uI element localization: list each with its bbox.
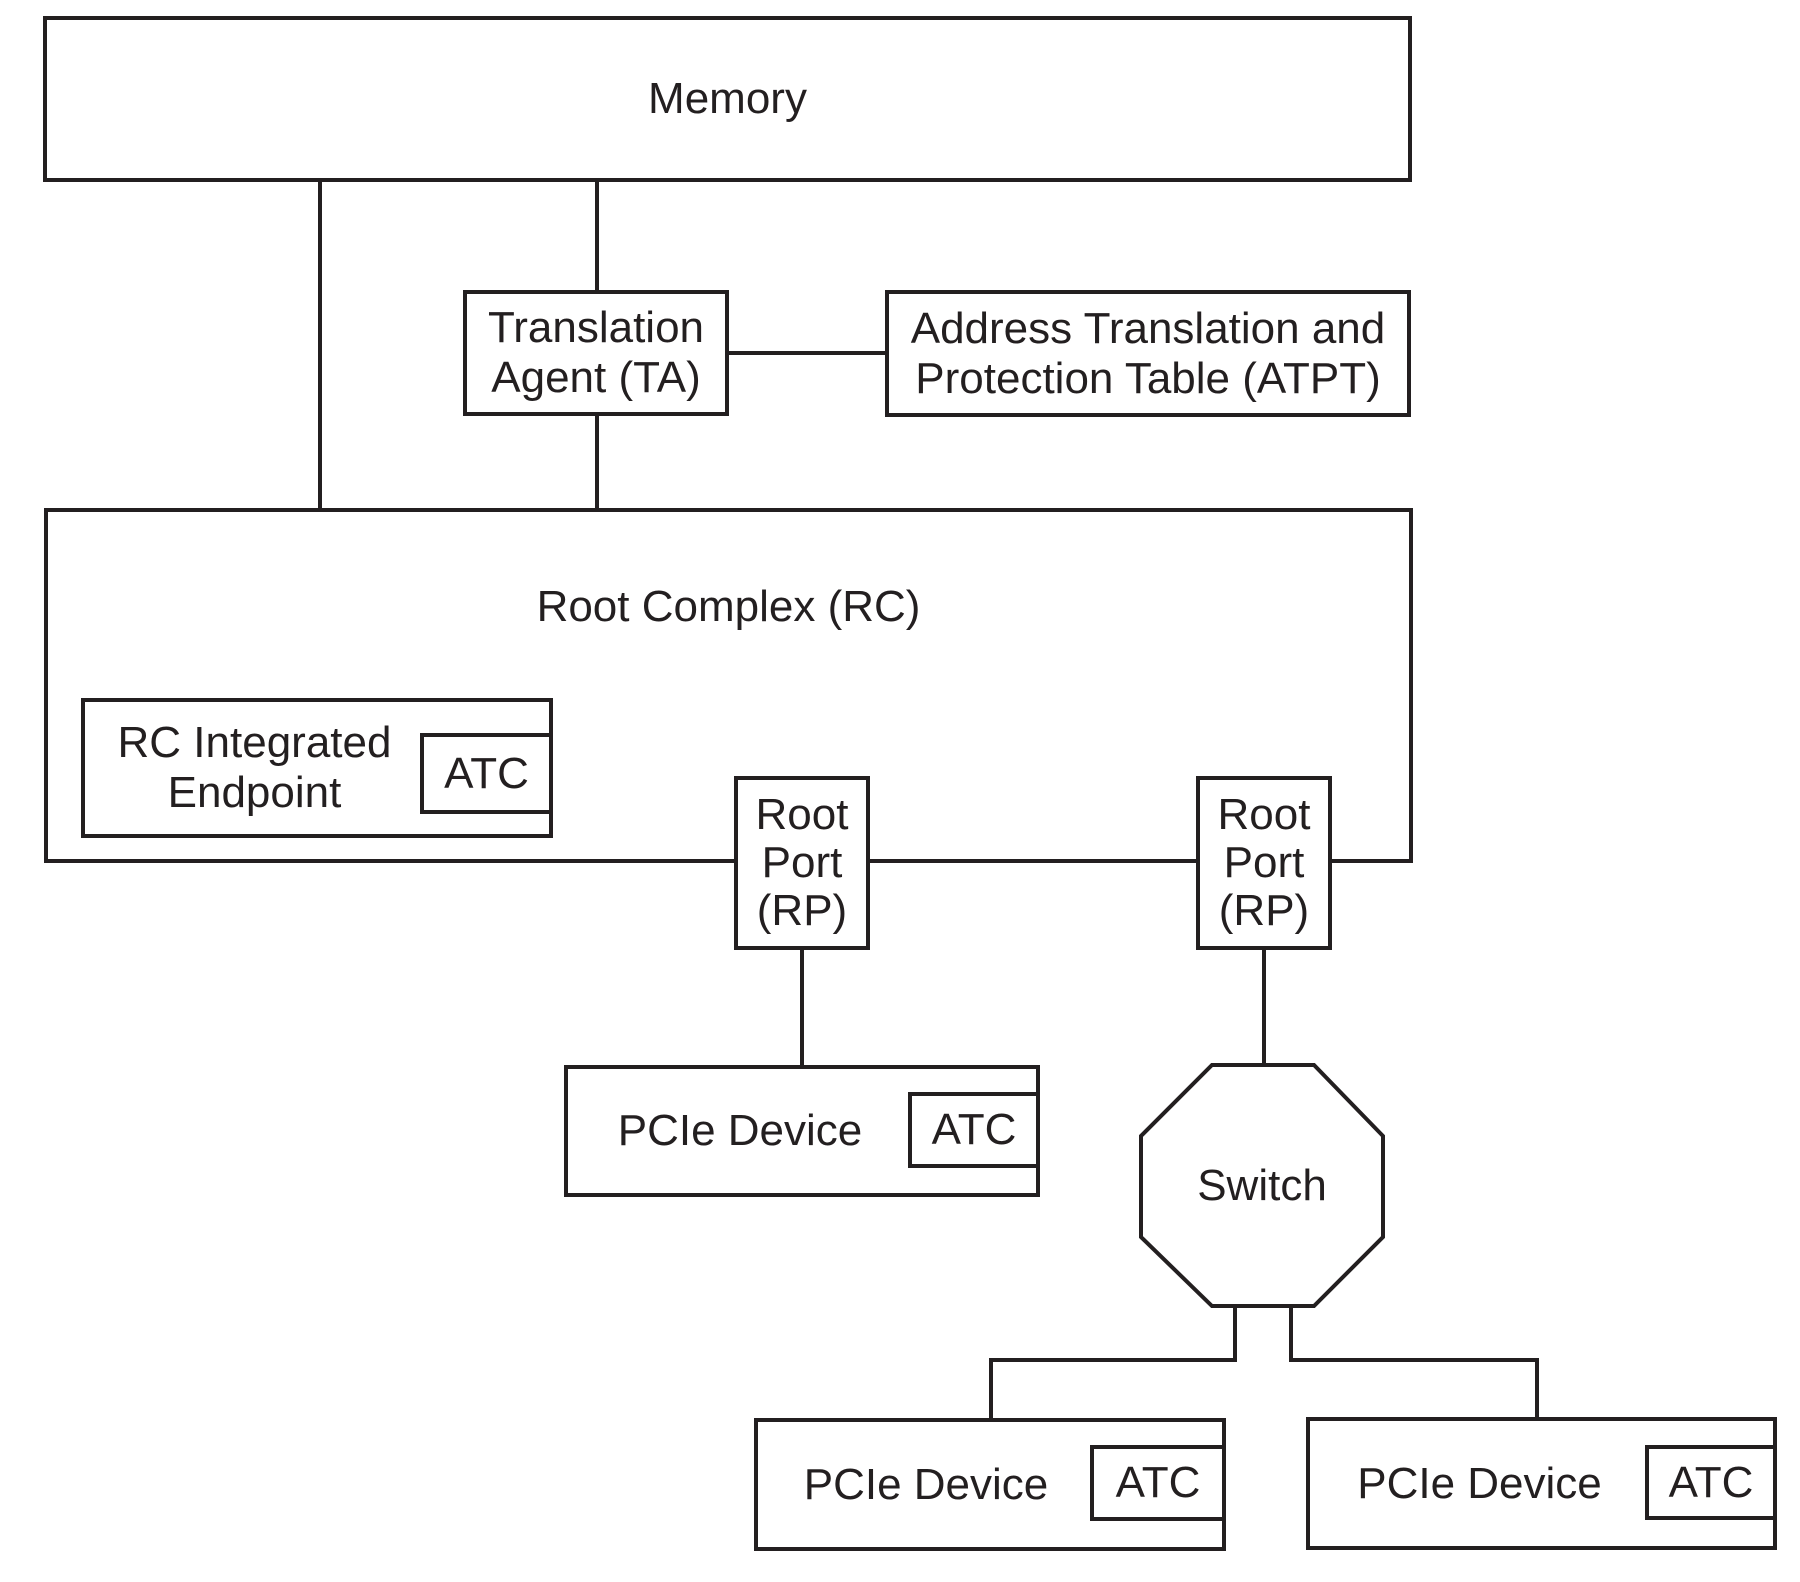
switch-to-bottom-left-device-connector (989, 1358, 1235, 1420)
pcie-device-middle-atc-box: ATC (908, 1092, 1040, 1168)
root-port-right-label-line2: Port (1223, 838, 1305, 887)
root-port-left-label-line2: Port (761, 838, 843, 887)
pcie-device-middle-label: PCIe Device (568, 1069, 912, 1193)
atpt-box: Address Translation and Protection Table… (885, 290, 1411, 417)
pcie-device-bottom-right-atc-label: ATC (1668, 1457, 1754, 1507)
switch-node: Switch (1141, 1065, 1383, 1306)
pcie-device-bottom-left-box: PCIe Device ATC (754, 1418, 1226, 1551)
translation-agent-label-line1: Translation (487, 303, 705, 352)
rc-integrated-endpoint-atc-box: ATC (420, 733, 553, 814)
pcie-device-middle-label-text: PCIe Device (617, 1106, 863, 1155)
root-complex-box: Root Complex (RC) RC Integrated Endpoint… (44, 508, 1413, 863)
pcie-device-bottom-right-label-text: PCIe Device (1357, 1458, 1602, 1508)
atpt-label-line1: Address Translation and (910, 303, 1386, 353)
root-complex-label: Root Complex (RC) (536, 582, 921, 631)
atpt-label-line2: Protection Table (ATPT) (915, 353, 1381, 403)
switch-to-bottom-right-device-connector (1291, 1358, 1539, 1419)
pcie-device-bottom-left-label: PCIe Device (758, 1422, 1094, 1547)
pcie-device-bottom-right-atc-box: ATC (1645, 1445, 1777, 1520)
pcie-device-bottom-right-box: PCIe Device ATC (1306, 1417, 1777, 1550)
pcie-device-bottom-left-label-text: PCIe Device (803, 1459, 1049, 1509)
root-port-left-label-line1: Root (755, 790, 849, 839)
pcie-device-bottom-right-label: PCIe Device (1310, 1421, 1649, 1546)
switch-octagon-shape (1139, 1063, 1385, 1308)
switch-label: Switch (1197, 1160, 1327, 1210)
rc-integrated-endpoint-label: RC Integrated Endpoint (85, 702, 424, 834)
rc-integrated-endpoint-box: RC Integrated Endpoint ATC (81, 698, 553, 838)
root-port-right-label-line1: Root (1217, 790, 1311, 839)
pcie-device-middle-box: PCIe Device ATC (564, 1065, 1040, 1197)
root-port-left-label-line3: (RP) (756, 886, 848, 935)
pcie-device-bottom-left-atc-label: ATC (1115, 1458, 1201, 1507)
root-port-right-box: Root Port (RP) (1196, 776, 1332, 950)
rc-integrated-endpoint-label-line2: Endpoint (167, 768, 342, 817)
rc-integrated-endpoint-atc-label: ATC (444, 748, 529, 798)
memory-label: Memory (648, 74, 807, 123)
memory-box: Memory (43, 16, 1412, 182)
pcie-device-middle-atc-label: ATC (931, 1105, 1017, 1154)
root-port-left-box: Root Port (RP) (734, 776, 870, 950)
root-port-right-label-line3: (RP) (1218, 886, 1310, 935)
translation-agent-label-line2: Agent (TA) (491, 353, 701, 402)
rc-integrated-endpoint-label-line1: RC Integrated (117, 718, 392, 767)
translation-agent-box: Translation Agent (TA) (463, 290, 729, 416)
pcie-device-bottom-left-atc-box: ATC (1090, 1445, 1226, 1521)
